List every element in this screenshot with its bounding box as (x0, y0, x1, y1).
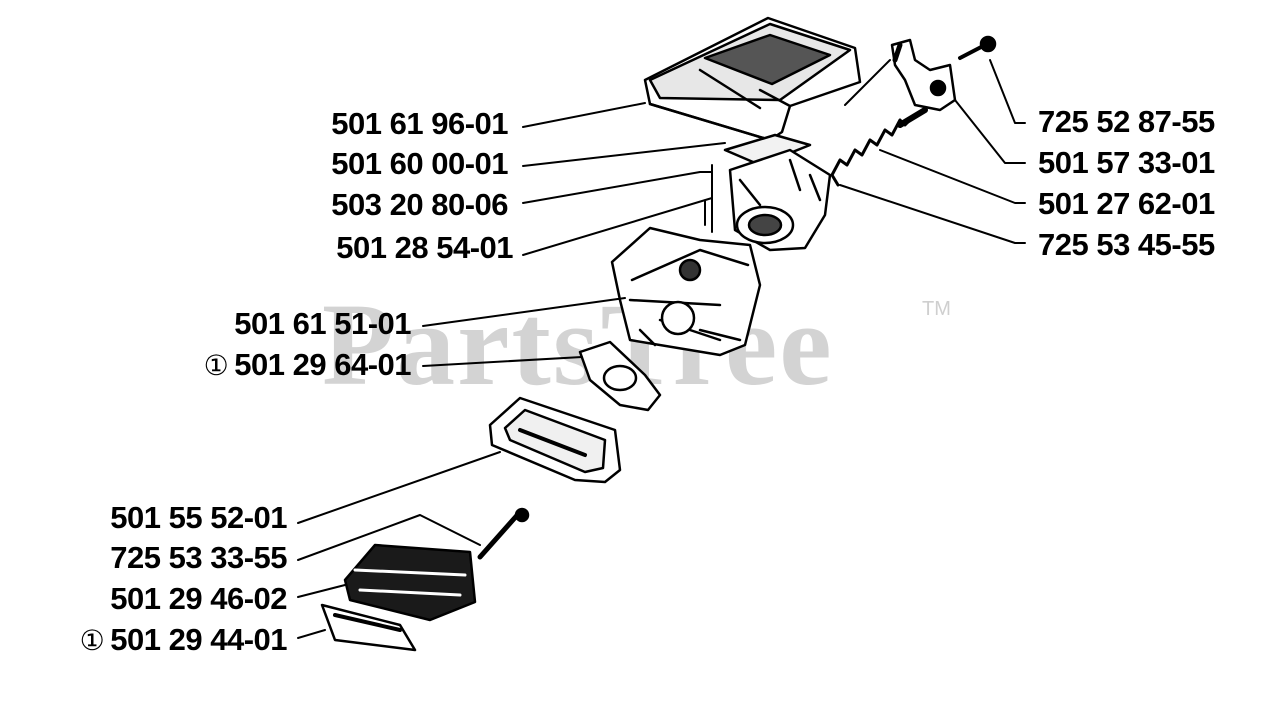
part-label: 501 61 51-01 (234, 306, 411, 341)
callout-symbol: ① (203, 350, 229, 381)
part-label: 501 60 00-01 (331, 146, 508, 181)
flange-gasket (578, 340, 662, 412)
bottom-bracket (320, 543, 477, 652)
part-label: 725 53 45-55 (1038, 227, 1215, 262)
callout-symbol: ① (79, 625, 105, 656)
part-label: 501 55 52-01 (110, 500, 287, 535)
filter-gasket (723, 133, 812, 167)
screw-bottom (477, 507, 530, 560)
part-label: 725 52 87-55 (1038, 104, 1215, 139)
intake-boot (488, 396, 622, 484)
part-label: 503 20 80-06 (331, 187, 508, 222)
air-filter-cover (643, 16, 862, 142)
part-label: 501 61 96-01 (331, 106, 508, 141)
screw-top (958, 35, 997, 60)
carburetor-block (610, 226, 762, 357)
leader-lines (297, 59, 1026, 639)
part-label: 501 27 62-01 (1038, 186, 1215, 221)
adjustment-spring (830, 107, 928, 187)
throttle-lever (890, 38, 957, 112)
part-label: 501 57 33-01 (1038, 145, 1215, 180)
carburetor-body (728, 148, 832, 252)
part-label: 725 53 33-55 (110, 540, 287, 575)
part-label: 501 29 46-02 (110, 581, 287, 616)
watermark-trademark: TM (922, 298, 951, 320)
part-label: 501 28 54-01 (336, 230, 513, 265)
